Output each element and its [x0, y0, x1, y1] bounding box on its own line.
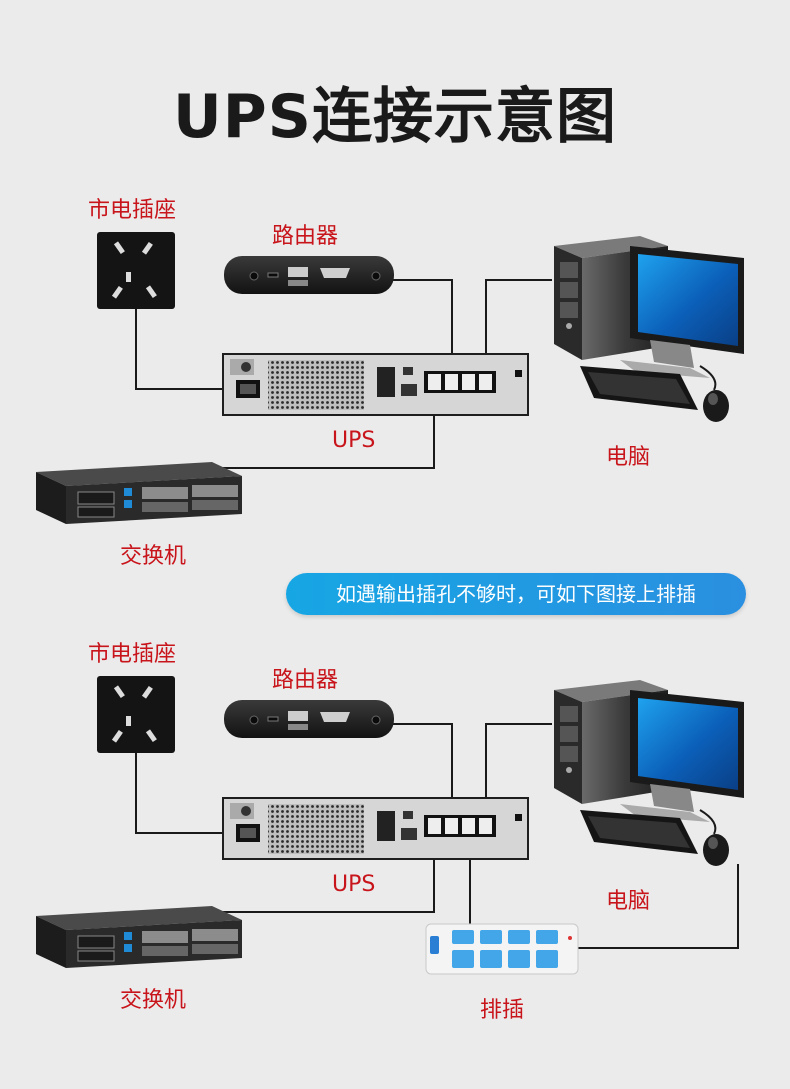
- label-router-2: 路由器: [272, 668, 339, 693]
- label-wall-socket: 市电插座: [88, 198, 177, 223]
- wall-socket-icon: [97, 232, 175, 309]
- power-cables: [135, 279, 552, 469]
- router-icon: [224, 256, 394, 294]
- label-switch: 交换机: [120, 544, 187, 569]
- cable-computer-to-ups: [485, 279, 552, 376]
- power-strip-icon: [425, 923, 579, 975]
- label-switch-2: 交换机: [120, 988, 187, 1013]
- network-switch-icon-2: [36, 906, 242, 968]
- router-icon-2: [224, 700, 394, 738]
- computer-icon: [554, 236, 744, 422]
- cable-router-to-ups-2: [392, 723, 453, 820]
- label-ups-2: UPS: [332, 872, 376, 897]
- cable-switch-to-ups: [214, 392, 435, 469]
- label-computer: 电脑: [606, 445, 651, 470]
- computer-icon-2: [554, 680, 744, 866]
- diagram-with-power-strip: 市电插座 路由器 UPS 电脑 交换机 排插: [0, 444, 790, 1023]
- wall-socket-icon-2: [97, 676, 175, 753]
- label-router: 路由器: [272, 224, 339, 249]
- page-title: UPS连接示意图: [173, 82, 617, 152]
- label-wall-socket-2: 市电插座: [88, 642, 177, 667]
- cable-switch-to-ups-2: [214, 836, 435, 913]
- cable-socket-to-ups: [135, 309, 238, 390]
- cable-strip-to-computer: [578, 864, 739, 949]
- cable-computer-to-ups-2: [485, 723, 552, 820]
- cable-router-to-ups: [392, 279, 453, 376]
- label-computer-2: 电脑: [606, 889, 651, 914]
- label-ups: UPS: [332, 428, 376, 453]
- diagram-basic: 市电插座 路由器 UPS 电脑 交换机: [0, 0, 790, 569]
- label-power-strip: 排插: [480, 998, 525, 1023]
- hint-banner: 如遇输出插孔不够时，可如下图接上排插: [286, 573, 746, 615]
- cable-socket-to-ups-2: [135, 753, 238, 834]
- ups-icon: [222, 353, 529, 416]
- ups-icon-2: [222, 797, 529, 860]
- network-switch-icon: [36, 462, 242, 524]
